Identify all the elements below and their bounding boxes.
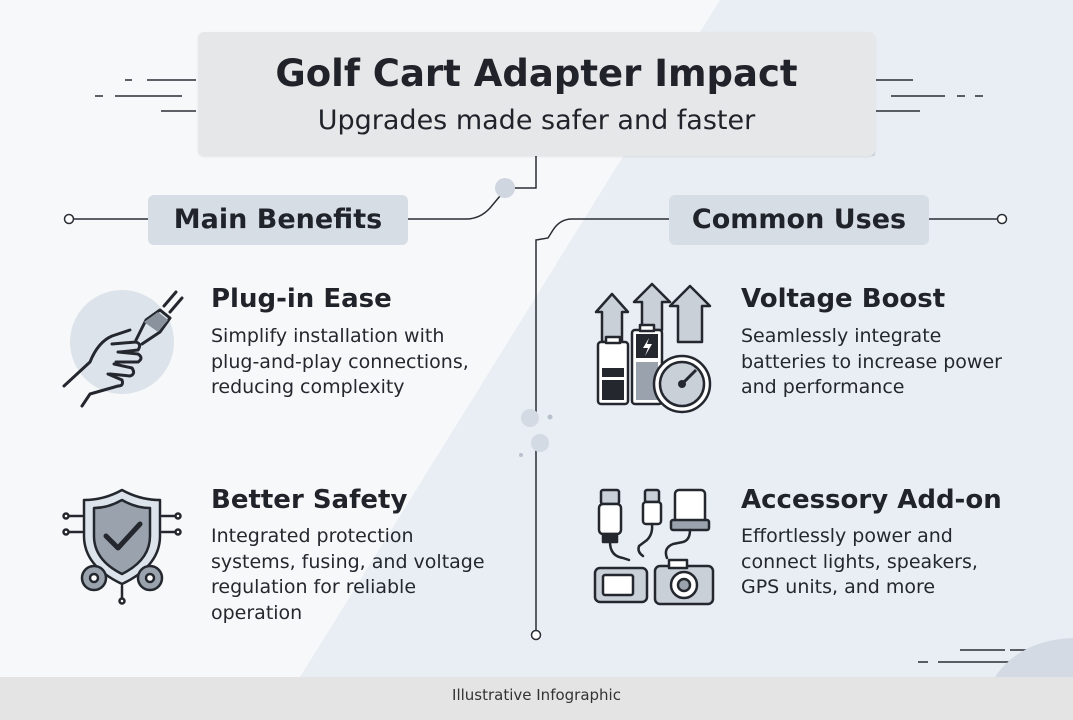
section-heading-main-benefits: Main Benefits (148, 195, 408, 245)
shield-check-gears-icon (62, 488, 182, 605)
item-desc-voltage-boost: Seamlessly integrate batteries to increa… (741, 324, 1002, 401)
desc-line: and performance (741, 376, 905, 398)
footer-bar: Illustrative Infographic (0, 677, 1073, 720)
page-title: Golf Cart Adapter Impact (275, 52, 798, 95)
desc-line: operation (211, 601, 303, 624)
battery-gauge-arrows-icon (594, 282, 712, 414)
desc-line: connect lights, speakers, (741, 550, 978, 573)
usb-accessories-icon (593, 488, 715, 606)
desc-line: batteries to increase power (741, 350, 1002, 373)
header-card: Golf Cart Adapter Impact Upgrades made s… (198, 32, 875, 156)
desc-line: GPS units, and more (741, 576, 936, 598)
item-title-voltage-boost: Voltage Boost (741, 284, 946, 314)
hand-plug-icon (62, 290, 184, 408)
desc-line: Effortlessly power and (741, 525, 953, 547)
desc-line: systems, fusing, and voltage (211, 550, 485, 573)
desc-line: Seamlessly integrate (741, 325, 942, 347)
footer-label: Illustrative Infographic (452, 686, 621, 704)
item-title-accessory-add-on: Accessory Add-on (741, 485, 1002, 515)
desc-line: Simplify installation with (211, 325, 445, 347)
desc-line: reducing complexity (211, 376, 405, 398)
desc-line: Integrated protection (211, 525, 414, 547)
section-heading-common-uses: Common Uses (669, 195, 929, 245)
page-subtitle: Upgrades made safer and faster (317, 105, 756, 136)
item-desc-better-safety: Integrated protection systems, fusing, a… (211, 524, 485, 626)
desc-line: plug-and-play connections, (211, 350, 469, 373)
desc-line: regulation for reliable (211, 576, 417, 598)
item-desc-plug-in-ease: Simplify installation with plug-and-play… (211, 324, 469, 401)
item-desc-accessory-add-on: Effortlessly power and connect lights, s… (741, 524, 978, 601)
item-title-better-safety: Better Safety (211, 485, 408, 515)
item-title-plug-in-ease: Plug-in Ease (211, 284, 392, 314)
